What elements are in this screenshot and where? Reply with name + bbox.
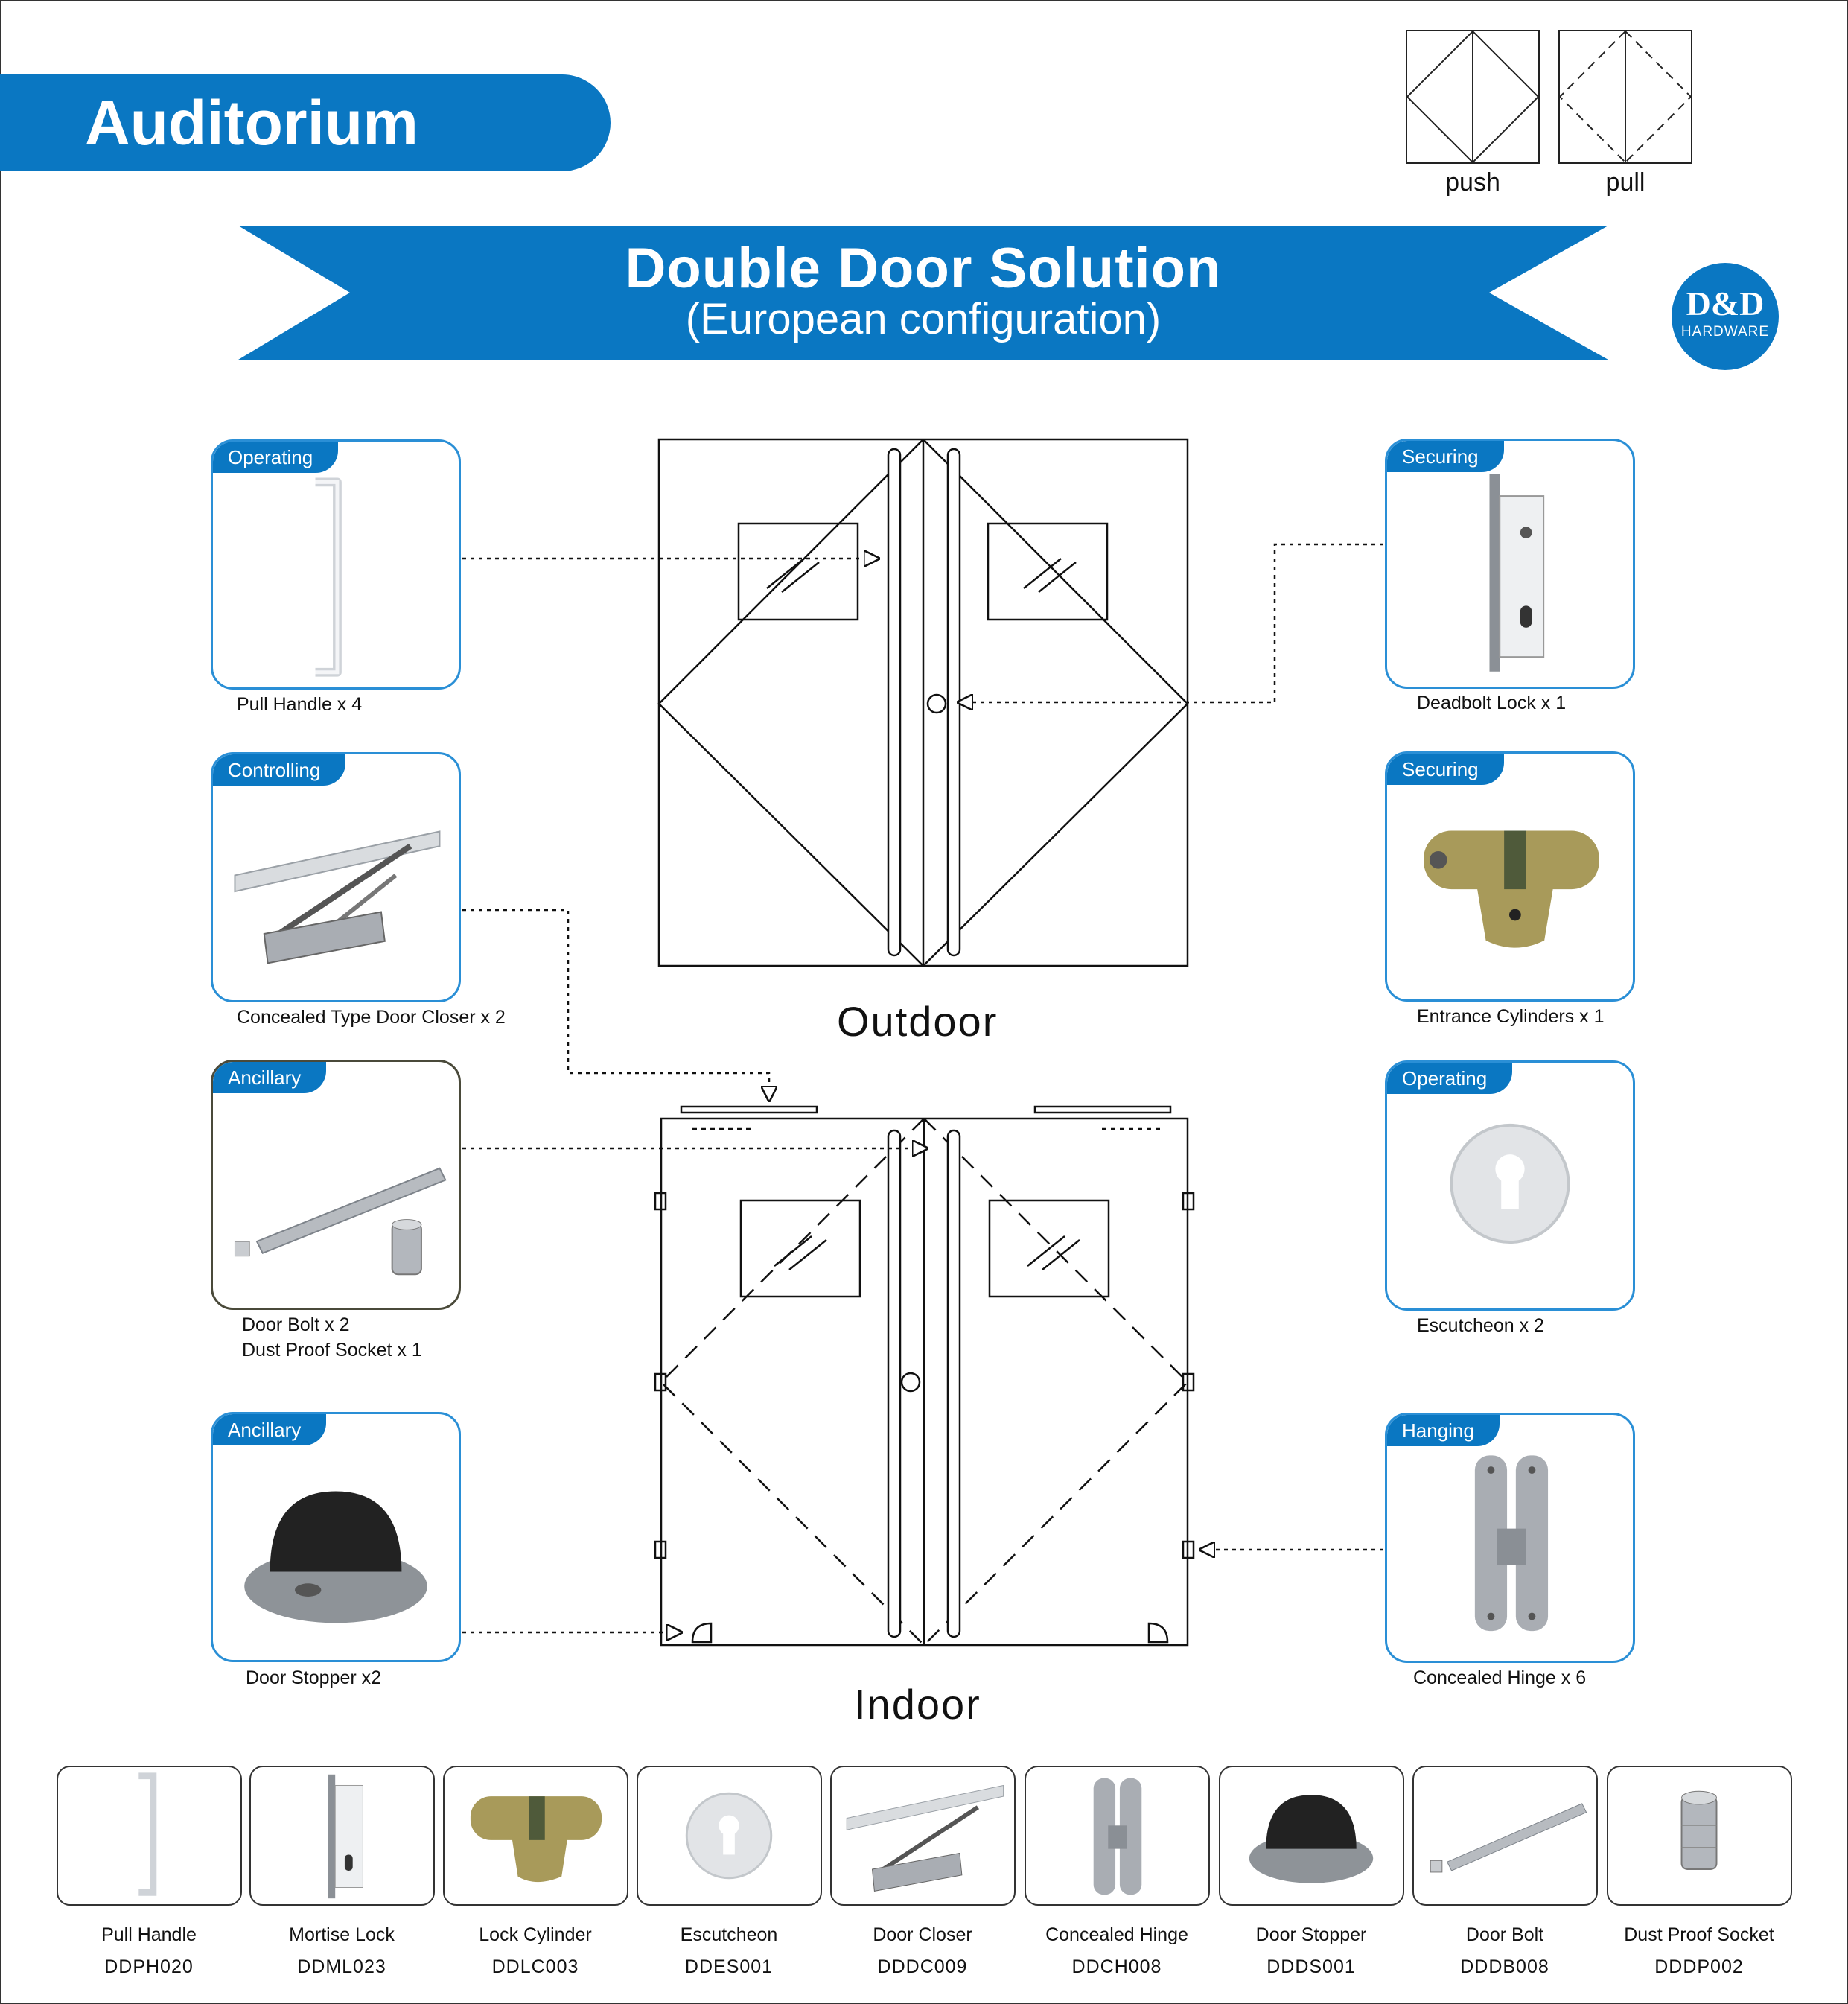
product-code: DDML023 [297,1956,386,1977]
product-code: DDCH008 [1071,1956,1162,1977]
lock-cylinder-icon [470,1796,602,1883]
solution-banner: Double Door Solution (European configura… [238,226,1608,360]
product-name: Door Closer [873,1924,972,1945]
product-name: Door Stopper [1255,1924,1367,1945]
card-deadbolt-lock[interactable]: Securing [1385,439,1635,689]
door-closer-icon [846,1784,1004,1892]
product-tile-lock-cylinder[interactable] [443,1766,628,1906]
card-door-stopper[interactable]: Ancillary [211,1412,461,1662]
push-legend-label: push [1445,168,1500,197]
escutcheon-icon [685,1792,773,1880]
pull-legend-diagram [1558,30,1692,164]
card-category-tag: Operating [1387,1063,1513,1094]
product-tile-door-closer[interactable] [830,1766,1016,1906]
card-entrance-cylinder[interactable]: Securing [1385,751,1635,1002]
banner-title: Double Door Solution [625,237,1222,300]
pull-swing-icon [1560,31,1691,162]
push-swing-icon [1407,31,1538,162]
product-tile-pull-handle[interactable] [57,1766,242,1906]
card-caption-entrance-cylinder: Entrance Cylinders x 1 [1417,1006,1605,1027]
door-bolt-icon [1430,1803,1587,1873]
card-caption-deadbolt-lock: Deadbolt Lock x 1 [1417,693,1567,713]
door-bolt-icon [234,1167,447,1276]
product-tile-mortise-lock[interactable] [249,1766,435,1906]
card-category-tag: Operating [213,442,339,473]
card-door-bolt[interactable]: Ancillary [211,1060,461,1310]
product-tile-door-bolt[interactable] [1412,1766,1598,1906]
concealed-hinge-icon [1093,1778,1142,1895]
product-code: DDES001 [684,1956,774,1977]
product-code: DDDB008 [1460,1956,1549,1977]
push-legend-diagram [1406,30,1540,164]
card-category-tag: Controlling [213,754,346,786]
card-caption-escutcheon: Escutcheon x 2 [1417,1315,1544,1336]
card-pull-handle[interactable]: Operating [211,439,461,690]
product-code: DDDC009 [877,1956,968,1977]
outdoor-view-label: Outdoor [837,998,998,1045]
door-closer-icon [234,830,441,964]
card-category-tag: Ancillary [213,1062,327,1093]
door-stopper-icon [1249,1795,1374,1883]
product-tile-door-stopper[interactable] [1219,1766,1404,1906]
pull-legend-label: pull [1605,168,1645,197]
card-category-tag: Hanging [1387,1415,1500,1446]
banner-subtitle: (European configuration) [685,295,1162,343]
product-name: Concealed Hinge [1045,1924,1188,1945]
card-caption-door-bolt: Door Bolt x 2 Dust Proof Socket x 1 [242,1314,422,1361]
card-caption-door-closer: Concealed Type Door Closer x 2 [237,1007,506,1028]
product-tile-concealed-hinge[interactable] [1025,1766,1210,1906]
escutcheon-icon [1450,1123,1570,1244]
indoor-view-label: Indoor [854,1681,981,1728]
product-tile-escutcheon[interactable] [637,1766,822,1906]
mortise-lock-icon [1489,474,1545,672]
card-category-tag: Ancillary [213,1414,327,1445]
product-tile-dust-proof-socket[interactable] [1607,1766,1792,1906]
card-door-closer[interactable]: Controlling [211,752,461,1002]
product-name: Mortise Lock [289,1924,395,1945]
card-category-tag: Securing [1387,754,1504,785]
product-code: DDDP002 [1654,1956,1744,1977]
product-name: Pull Handle [101,1924,197,1945]
logo-text-main: D&D [1686,284,1765,322]
concealed-hinge-icon [1474,1455,1549,1632]
card-concealed-hinge[interactable]: Hanging [1385,1413,1635,1663]
logo-text-sub: HARDWARE [1680,324,1770,340]
ribbon-shape [238,226,1608,360]
pull-handle-icon [315,477,342,677]
product-code: DDPH020 [104,1956,194,1977]
card-caption-concealed-hinge: Concealed Hinge x 6 [1413,1667,1587,1688]
dd-hardware-logo: D&D HARDWARE [1672,263,1779,370]
card-caption-pull-handle: Pull Handle x 4 [237,694,363,715]
card-category-tag: Securing [1387,441,1504,472]
section-title-tab: Auditorium [0,74,611,171]
product-name: Lock Cylinder [479,1924,592,1945]
door-stopper-icon [244,1491,427,1623]
pull-handle-icon [138,1772,157,1896]
product-name: Door Bolt [1465,1924,1544,1945]
dust-proof-socket-icon [1680,1790,1718,1870]
mortise-lock-icon [328,1774,363,1899]
lock-cylinder-icon [1424,830,1599,948]
product-name: Escutcheon [680,1924,778,1945]
product-code: DDLC003 [491,1956,579,1977]
card-escutcheon[interactable]: Operating [1385,1060,1635,1311]
product-name: Dust Proof Socket [1624,1924,1774,1945]
card-caption-door-stopper: Door Stopper x2 [246,1667,382,1688]
product-code: DDDS001 [1266,1956,1356,1977]
